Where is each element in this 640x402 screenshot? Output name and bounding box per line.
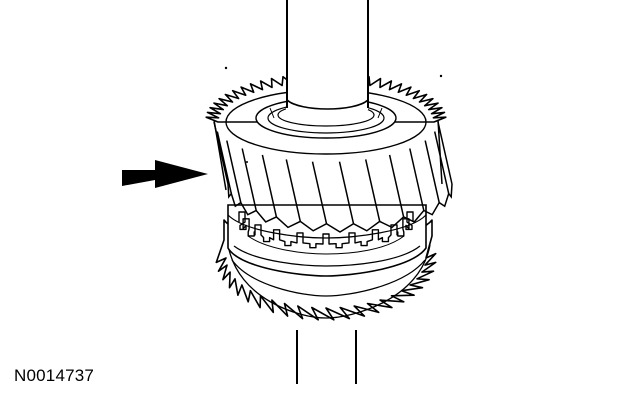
shaft-lower (296, 330, 357, 384)
synchronizer-hub (227, 204, 427, 277)
shaft-upper (286, 0, 369, 110)
helical-gear-lower-edge (227, 183, 453, 233)
figure-reference-code: N0014737 (14, 366, 95, 385)
arrow-icon (122, 160, 208, 188)
helical-tooth-lines (213, 121, 453, 224)
helical-gear-sides (213, 119, 443, 191)
drawing-specks (224, 66, 443, 163)
